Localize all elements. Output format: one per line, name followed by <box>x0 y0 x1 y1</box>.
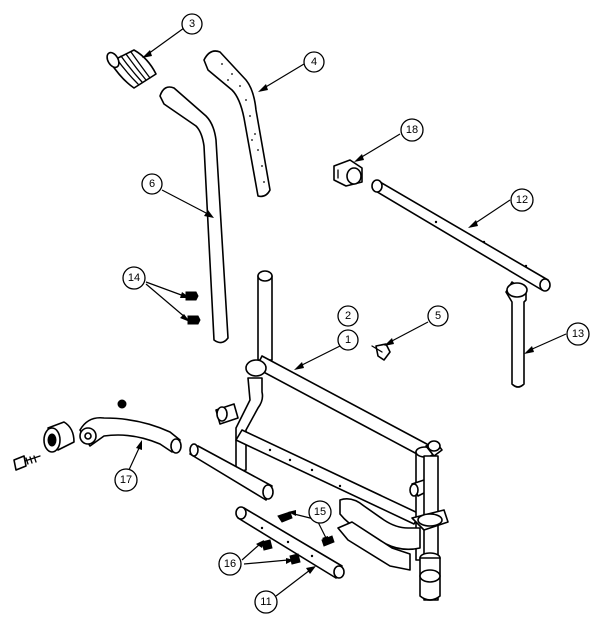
callout-11-label: 11 <box>260 596 271 608</box>
callout-11: 11 <box>254 590 278 614</box>
part-1-2-main-frame <box>215 270 449 601</box>
part-4-foam-grip <box>203 50 271 198</box>
callout-14: 14 <box>122 266 146 290</box>
part-12-horizontal-tube <box>371 179 551 292</box>
part-5-fastener <box>371 343 391 361</box>
callout-14-label: 14 <box>128 272 140 284</box>
callout-3-label: 3 <box>189 18 195 30</box>
callout-3: 3 <box>181 13 203 35</box>
callout-1: 1 <box>337 329 359 351</box>
part-3-bellows-grip <box>106 49 157 89</box>
callout-6-label: 6 <box>149 178 155 190</box>
callout-2: 2 <box>337 305 359 327</box>
part-13-vertical-post <box>505 281 528 388</box>
callout-15: 15 <box>308 500 332 524</box>
leader-lines <box>127 27 567 597</box>
callout-5-label: 5 <box>435 310 441 322</box>
part-16-bolts <box>261 539 301 565</box>
callout-1-label: 1 <box>345 334 351 346</box>
callout-4: 4 <box>303 51 325 73</box>
callout-18-label: 18 <box>406 124 418 136</box>
part-6-bent-tube <box>159 86 229 344</box>
callout-2-label: 2 <box>345 310 351 322</box>
callout-12-label: 12 <box>516 194 528 206</box>
callout-18: 18 <box>400 118 424 142</box>
part-11-crossbar <box>235 506 345 579</box>
part-17-curved-arm <box>79 399 182 454</box>
callout-12: 12 <box>510 188 534 212</box>
callout-13: 13 <box>566 322 590 346</box>
callout-5: 5 <box>427 305 449 327</box>
callout-4-label: 4 <box>311 56 317 68</box>
axle-bolt <box>13 455 41 471</box>
callout-16-label: 16 <box>224 558 236 570</box>
callout-17: 17 <box>114 468 138 492</box>
part-18-clamp <box>333 159 363 187</box>
callout-13-label: 13 <box>572 328 584 340</box>
callout-16: 16 <box>218 552 242 576</box>
callout-6: 6 <box>141 173 163 195</box>
callout-17-label: 17 <box>120 474 132 486</box>
part-14-bolts <box>185 291 201 325</box>
caster-wheel <box>43 421 75 453</box>
footrest-tube <box>189 443 274 501</box>
callout-15-label: 15 <box>314 506 326 518</box>
